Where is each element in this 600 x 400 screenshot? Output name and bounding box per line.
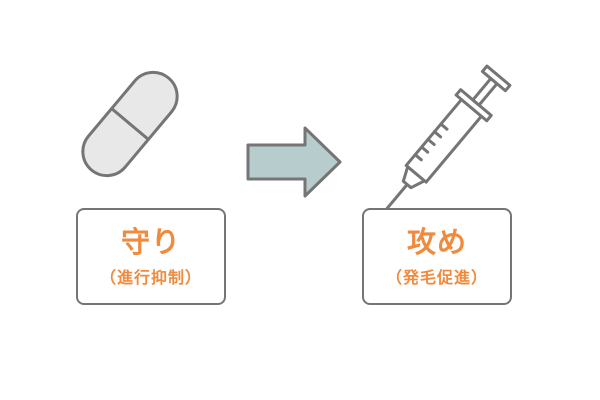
capsule-icon xyxy=(81,70,179,178)
offense-subtitle: （発毛促進） xyxy=(385,267,488,287)
defense-label-box: 守り （進行抑制） xyxy=(76,208,226,305)
defense-subtitle: （進行抑制） xyxy=(99,267,202,287)
offense-label-box: 攻め （発毛促進） xyxy=(362,208,512,305)
right-arrow-icon xyxy=(246,126,342,198)
offense-title: 攻め xyxy=(406,224,467,259)
syringe-icon xyxy=(383,64,512,213)
defense-title: 守り xyxy=(120,224,181,259)
